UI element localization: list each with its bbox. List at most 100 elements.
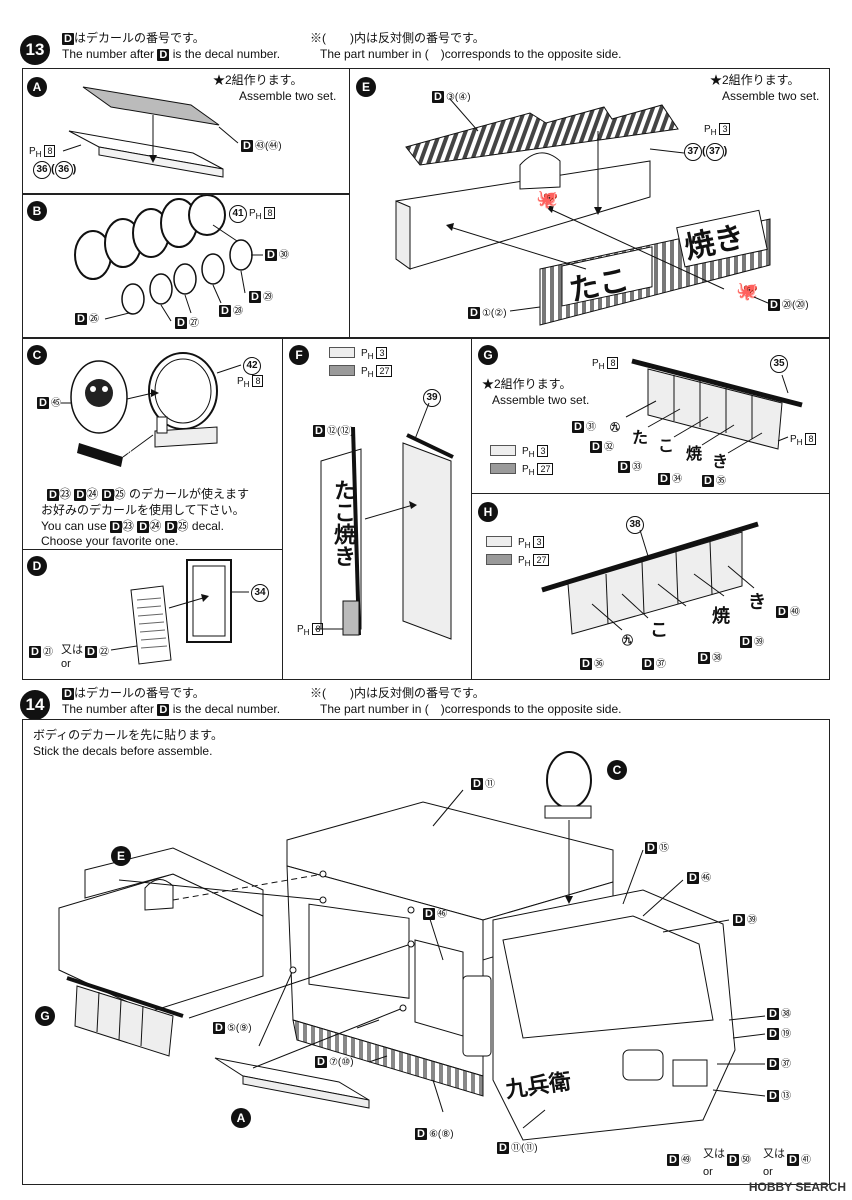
panel-c-label: C <box>27 345 47 365</box>
step-14-note-jp: ※( )内は反対側の番号です。 <box>310 686 485 700</box>
callout-c: C <box>607 760 627 780</box>
svg-text:焼: 焼 <box>712 605 730 627</box>
step-14-drawing <box>58 751 766 1141</box>
panel-h-ph-1: PH 3 <box>518 536 545 550</box>
step-13-number: 13 <box>20 35 50 65</box>
panel-d-part: 34 <box>251 584 269 602</box>
panel-b-label: B <box>27 201 47 221</box>
step-14-note-en2: Stick the decals before assemble. <box>33 744 213 758</box>
svg-text:こ: こ <box>658 436 674 455</box>
step14-or-en-2: or <box>763 1166 773 1178</box>
panel-g-swatch-1 <box>490 445 516 456</box>
panel-g: G PH 8 35 ★2組作ります。 Assemble two set. PH … <box>471 338 830 494</box>
panel-g-ph-1: PH 3 <box>522 445 549 459</box>
panel-b-ph: PH 8 <box>249 207 276 221</box>
panel-f-swatch-1 <box>329 347 355 358</box>
panel-g-note-en: Assemble two set. <box>492 393 590 407</box>
panel-f-ph-1: PH 3 <box>361 347 388 361</box>
step-14-note-jp2: ボディのデカールを先に貼ります。 <box>33 728 223 742</box>
callout-g: G <box>35 1006 55 1026</box>
panel-c-part: 42 <box>243 357 261 375</box>
panel-c-en2: Choose your favorite one. <box>41 534 179 548</box>
panel-h-swatch-2 <box>486 554 512 565</box>
panel-d-drawing <box>110 559 249 665</box>
step-14-header-en: The number after D is the decal number. <box>62 702 281 716</box>
panel-a-part: 36(36) <box>33 161 76 179</box>
panel-h-label: H <box>478 502 498 522</box>
svg-text:き: き <box>748 592 766 613</box>
decal-badge: D <box>157 704 170 716</box>
panel-g-swatch-2 <box>490 463 516 474</box>
panel-d-or-en: or <box>61 658 71 670</box>
panel-g-note-jp: ★2組作ります。 <box>482 377 572 391</box>
decal-badge: D <box>62 33 74 45</box>
panel-e-note-en: Assemble two set. <box>722 89 820 103</box>
svg-text:🐙: 🐙 <box>536 189 558 210</box>
panel-a-note-en: Assemble two set. <box>239 89 337 103</box>
svg-text:㊈: ㊈ <box>622 633 633 647</box>
panel-g-drawing: ㊈ た こ 焼 き <box>610 358 803 471</box>
step-14-number: 14 <box>20 690 50 720</box>
step-14-note-en: The part number in ( )corresponds to the… <box>320 702 622 716</box>
decal-badge: D <box>157 49 170 61</box>
step14-or-jp-1: 又は <box>703 1148 725 1160</box>
svg-text:き: き <box>712 452 728 471</box>
panel-h-swatch-1 <box>486 536 512 547</box>
panel-d-or-jp: 又は <box>61 644 83 656</box>
panel-e-note-jp: ★2組作ります。 <box>710 73 800 87</box>
panel-f-ph-bottom: PH 8 <box>297 623 324 637</box>
panel-g-label: G <box>478 345 498 365</box>
svg-text:🐙: 🐙 <box>736 281 758 302</box>
panel-h-ph-2: PH 27 <box>518 554 550 568</box>
svg-text:た: た <box>632 428 648 447</box>
panel-f-label: F <box>289 345 309 365</box>
panel-c-ph: PH 8 <box>237 375 264 389</box>
decal-badge: D <box>62 688 74 700</box>
panel-f-ph-2: PH 27 <box>361 365 393 379</box>
watermark: HOBBY SEARCH <box>748 1180 846 1194</box>
panel-b-part: 41 <box>229 205 247 223</box>
panel-g-ph-top: PH 8 <box>592 357 619 371</box>
svg-text:㊈: ㊈ <box>610 421 620 434</box>
step-13-header-en: The number after D is the decal number. <box>62 47 281 61</box>
panel-a-label: A <box>27 77 47 97</box>
panel-h-drawing: ㊈ こ 焼 き <box>541 521 766 647</box>
panel-e-label: E <box>356 77 376 97</box>
panel-g-ph-2: PH 27 <box>522 463 554 477</box>
panel-d-label: D <box>27 556 47 576</box>
step-13-note-jp: ※( )内は反対側の番号です。 <box>310 31 485 45</box>
